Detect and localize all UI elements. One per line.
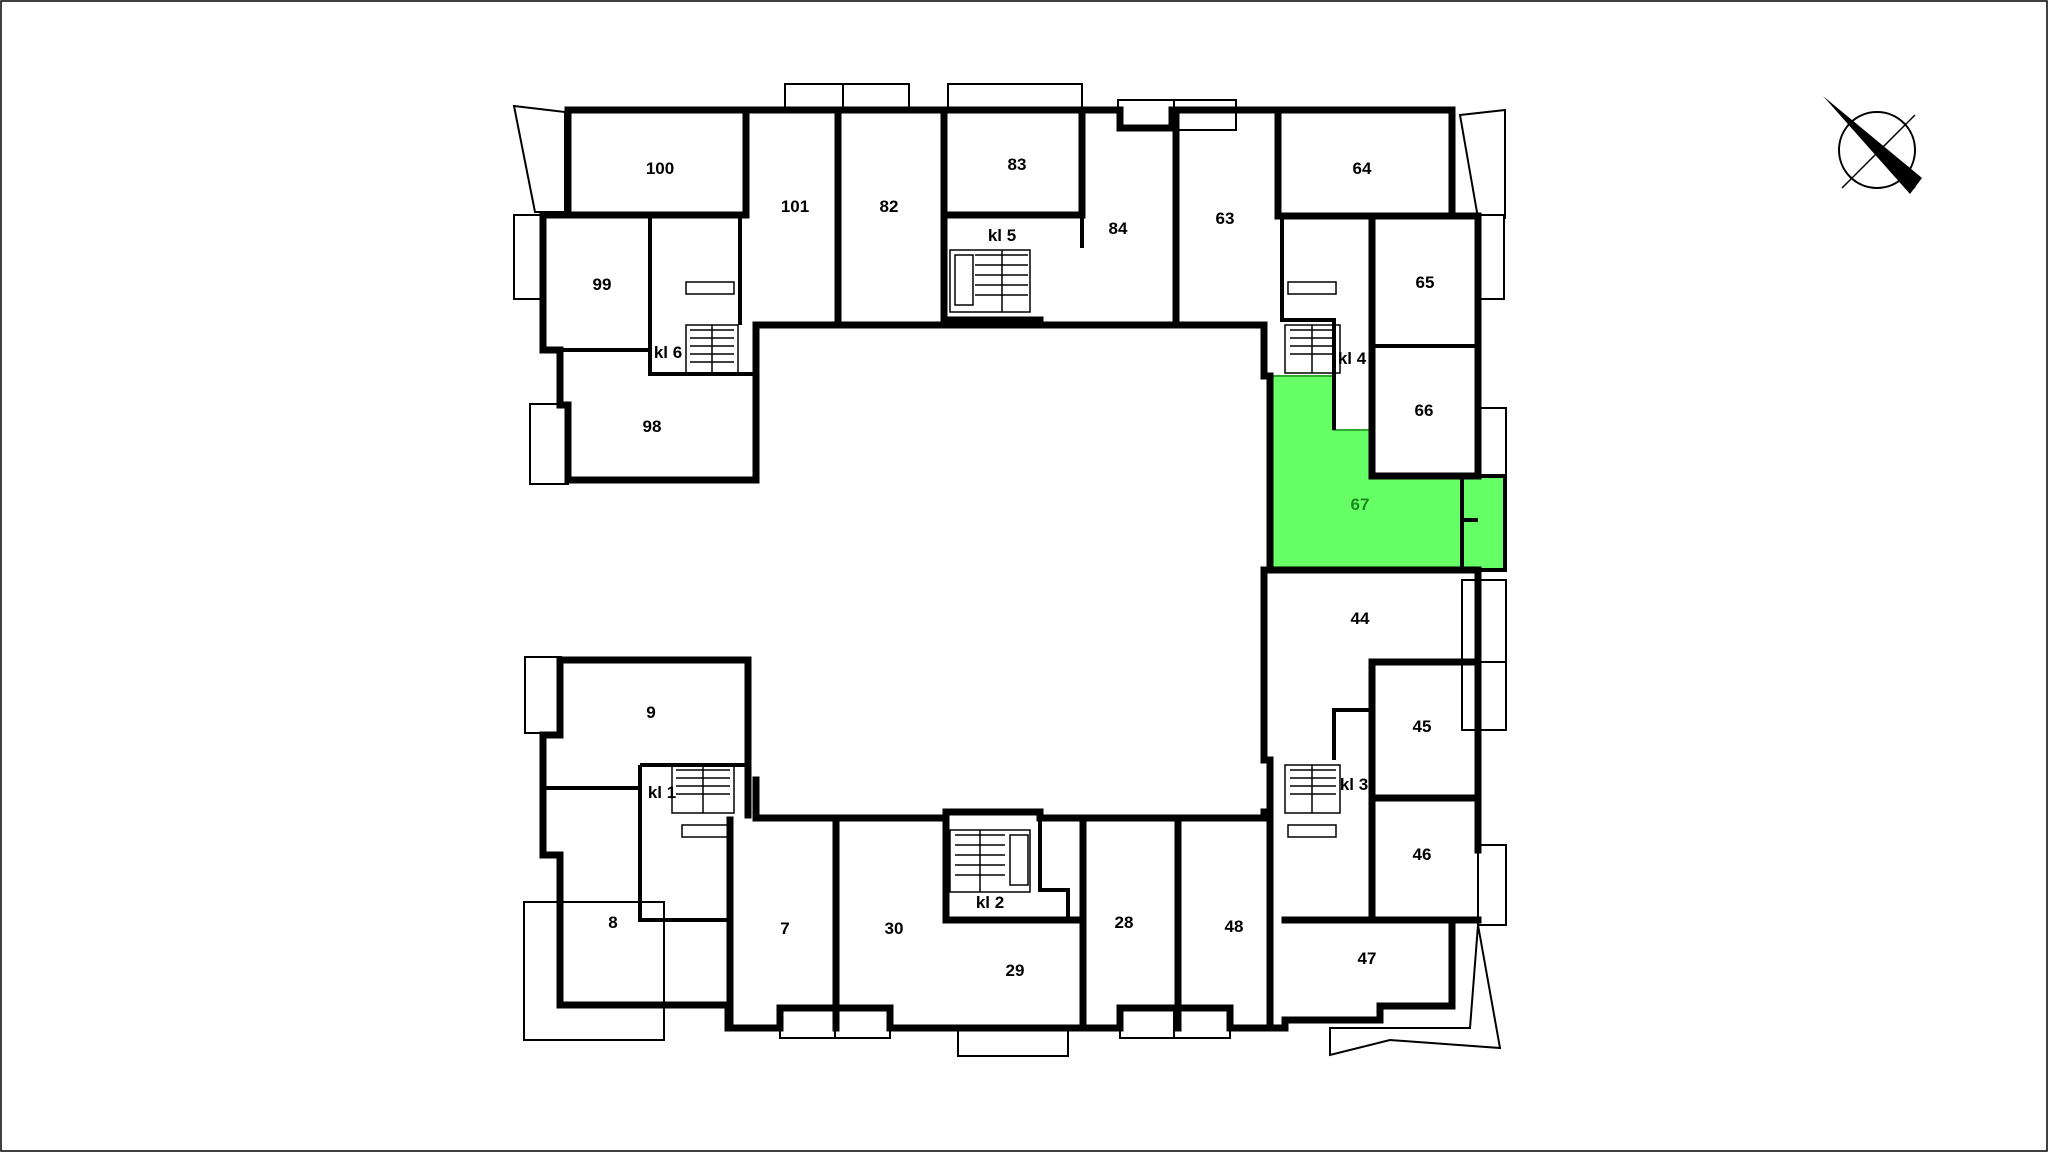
north-arrow-icon (1823, 96, 1922, 194)
staircase-kl-3-label: kl 3 (1340, 775, 1368, 794)
apartment-labels: 100 101 82 83 84 63 64 99 98 65 66 67 44… (593, 155, 1435, 980)
apartment-44-label[interactable]: 44 (1351, 609, 1370, 628)
apartment-29-label[interactable]: 29 (1006, 961, 1025, 980)
apartment-98-label[interactable]: 98 (643, 417, 662, 436)
apartment-9-label[interactable]: 9 (646, 703, 655, 722)
staircase-kl-1-label: kl 1 (648, 783, 676, 802)
staircase-labels: kl 1 kl 2 kl 3 kl 4 kl 5 kl 6 (648, 226, 1368, 912)
staircase-kl-6-label: kl 6 (654, 343, 682, 362)
apartment-7-label[interactable]: 7 (780, 919, 789, 938)
staircase-kl-2-label: kl 2 (976, 893, 1004, 912)
apartment-63-label[interactable]: 63 (1216, 209, 1235, 228)
staircase-kl-2-icon (949, 829, 1031, 893)
apartment-28-label[interactable]: 28 (1115, 913, 1134, 932)
stairwells (671, 249, 1341, 893)
staircase-kl-5-label: kl 5 (988, 226, 1016, 245)
apartment-47-label[interactable]: 47 (1358, 949, 1377, 968)
staircase-kl-3-icon (1284, 764, 1341, 838)
apartment-99-label[interactable]: 99 (593, 275, 612, 294)
building-walls (539, 106, 1507, 1032)
staircase-kl-6-icon (685, 281, 739, 374)
apartment-64-label[interactable]: 64 (1353, 159, 1372, 178)
apartment-84-label[interactable]: 84 (1109, 219, 1128, 238)
apartment-48-label[interactable]: 48 (1225, 917, 1244, 936)
staircase-kl-4-icon (1284, 281, 1341, 374)
apartment-45-label[interactable]: 45 (1413, 717, 1432, 736)
apartment-8-label[interactable]: 8 (608, 913, 617, 932)
apartment-100-label[interactable]: 100 (646, 159, 674, 178)
staircase-kl-5-icon (949, 249, 1031, 313)
staircase-kl-1-icon (671, 764, 735, 838)
apartment-101-label[interactable]: 101 (781, 197, 809, 216)
apartment-46-label[interactable]: 46 (1413, 845, 1432, 864)
apartment-65-label[interactable]: 65 (1416, 273, 1435, 292)
apartment-83-label[interactable]: 83 (1008, 155, 1027, 174)
apartment-30-label[interactable]: 30 (885, 919, 904, 938)
apartment-67-label[interactable]: 67 (1351, 495, 1370, 514)
staircase-kl-4-label: kl 4 (1338, 349, 1367, 368)
apartment-66-label[interactable]: 66 (1415, 401, 1434, 420)
apartment-82-label[interactable]: 82 (880, 197, 899, 216)
